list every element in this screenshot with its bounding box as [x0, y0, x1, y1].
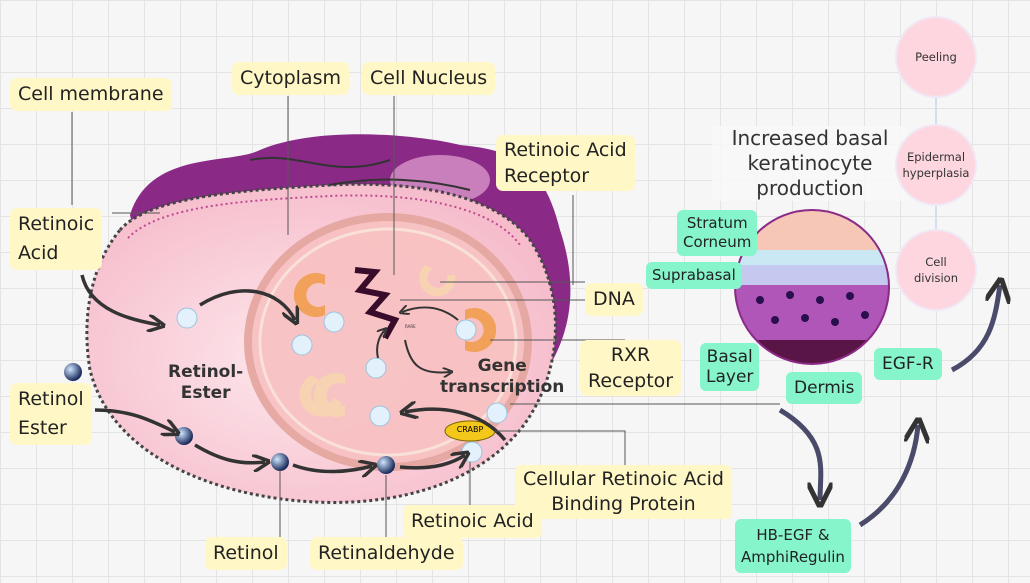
skin-title: Increased basal keratinocyte production [712, 126, 908, 201]
label-dna: DNA [585, 283, 643, 316]
label-retinol: Retinol [205, 537, 287, 570]
outcome-peeling: Peeling [897, 18, 975, 96]
label-retinaldehyde: Retinaldehyde [310, 537, 463, 570]
label-cytoplasm: Cytoplasm [232, 62, 349, 95]
label-hb-egf: HB-EGF & AmphiRegulin [735, 519, 851, 573]
dna-strand [354, 267, 400, 340]
label-retinoic-acid-receptor: Retinoic Acid Receptor [496, 135, 635, 191]
label-crabp: Cellular Retinoic Acid Binding Protein [515, 465, 732, 519]
receptors [293, 273, 497, 352]
label-retinoic-acid-bottom: Retinoic Acid [403, 505, 542, 538]
outcome-cell-division: Cell division [897, 231, 975, 309]
retinol-ester-inner-label: Retinol- Ester [168, 362, 244, 403]
skin-section-illustration [734, 209, 890, 365]
label-suprabasal: Suprabasal [646, 262, 742, 289]
label-cell-nucleus: Cell Nucleus [362, 62, 496, 95]
retinol-molecules [64, 363, 395, 474]
label-dermis: Dermis [786, 372, 863, 404]
rare-tag: RARE [405, 324, 416, 329]
gene-transcription-label: Gene transcription [440, 356, 565, 397]
outcome-epidermal-hyperplasia: Epidermal hyperplasia [897, 126, 975, 204]
label-retinoic-acid-left: Retinoic Acid [10, 208, 103, 270]
label-egf-r: EGF-R [874, 348, 942, 380]
label-cell-membrane: Cell membrane [10, 78, 172, 111]
label-retinol-ester: Retinol Ester [10, 383, 92, 445]
crabp-tag: CRABP [456, 425, 484, 434]
label-rxr-receptor: RXR Receptor [580, 340, 682, 396]
label-basal-layer: Basal Layer [700, 343, 760, 391]
label-stratum-corneum: Stratum Corneum [677, 210, 758, 256]
